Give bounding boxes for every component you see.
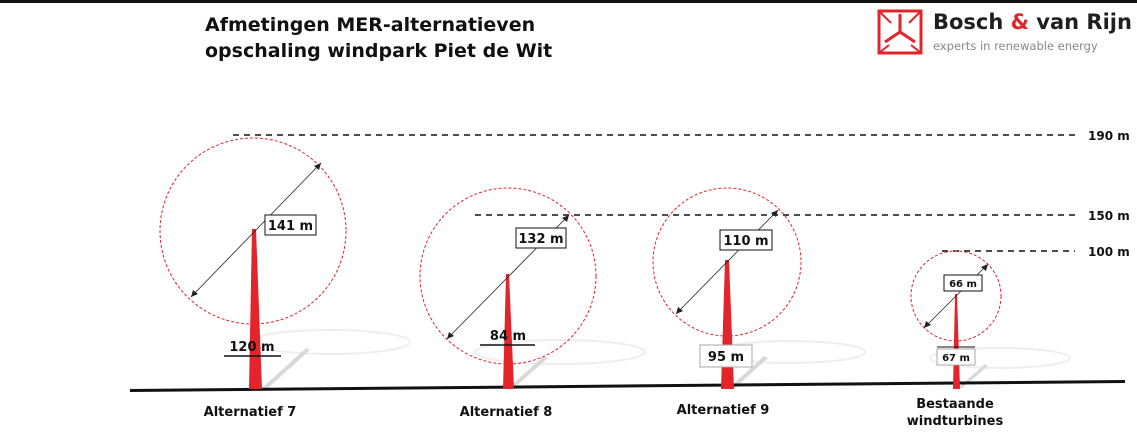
height-label-150: 150 m bbox=[1088, 209, 1130, 223]
title-line-1: Afmetingen MER-alternatieven bbox=[205, 14, 536, 36]
hub-height-label: 95 m bbox=[708, 350, 744, 365]
caption-alternatief-8: Alternatief 8 bbox=[459, 405, 553, 420]
tower bbox=[721, 260, 734, 389]
rotor-diameter-label: 110 m bbox=[723, 234, 768, 249]
height-label-100: 100 m bbox=[1088, 245, 1130, 259]
logo-name-amp: & bbox=[1010, 10, 1029, 34]
turbine-bestaande: 66 m 67 m bbox=[910, 250, 1002, 389]
height-line-190: 190 m bbox=[233, 129, 1130, 143]
logo-name-part2: van Rijn bbox=[1036, 10, 1132, 34]
rotor-circle bbox=[419, 187, 597, 365]
rotor-diameter-label: 66 m bbox=[949, 279, 977, 290]
caption-bestaande-line1: Bestaande bbox=[916, 397, 994, 412]
hub-height-label: 120 m bbox=[229, 340, 274, 355]
tower bbox=[953, 294, 960, 389]
caption-alternatief-9: Alternatief 9 bbox=[676, 403, 770, 418]
caption-bestaande: Bestaande windturbines bbox=[895, 396, 1015, 430]
height-label-190: 190 m bbox=[1088, 129, 1130, 143]
diameter-arrow bbox=[190, 162, 322, 298]
rotor-diameter-label: 141 m bbox=[268, 219, 313, 234]
height-line-100: 100 m bbox=[942, 245, 1130, 259]
logo-name: Bosch & van Rijn bbox=[933, 10, 1132, 34]
rotor-diameter-label: 132 m bbox=[518, 232, 563, 247]
top-rule bbox=[0, 0, 1137, 3]
height-line-150: 150 m bbox=[475, 209, 1130, 223]
hub-height-label: 67 m bbox=[942, 353, 970, 364]
turbine-alternatief-8: 132 m 84 m bbox=[419, 187, 597, 389]
tower bbox=[503, 274, 514, 389]
logo-name-part1: Bosch bbox=[933, 10, 1004, 34]
caption-bestaande-line2: windturbines bbox=[906, 414, 1004, 429]
title-line-2: opschaling windpark Piet de Wit bbox=[205, 40, 553, 62]
company-logo: Bosch & van Rijn experts in renewable en… bbox=[877, 9, 1132, 57]
hub-height-label: 84 m bbox=[490, 329, 526, 344]
tower-shadows bbox=[262, 348, 988, 388]
ground-line bbox=[130, 380, 1125, 392]
turbine-alternatief-7: 141 m 120 m bbox=[159, 137, 347, 389]
turbine-logo-icon bbox=[877, 9, 923, 55]
page-title: Afmetingen MER-alternatieven opschaling … bbox=[205, 12, 552, 64]
turbine-alternatief-9: 110 m 95 m bbox=[652, 187, 802, 389]
diameter-arrow bbox=[675, 209, 779, 315]
caption-alternatief-7: Alternatief 7 bbox=[203, 405, 297, 420]
tower bbox=[249, 229, 262, 389]
logo-tagline: experts in renewable energy bbox=[933, 39, 1098, 53]
